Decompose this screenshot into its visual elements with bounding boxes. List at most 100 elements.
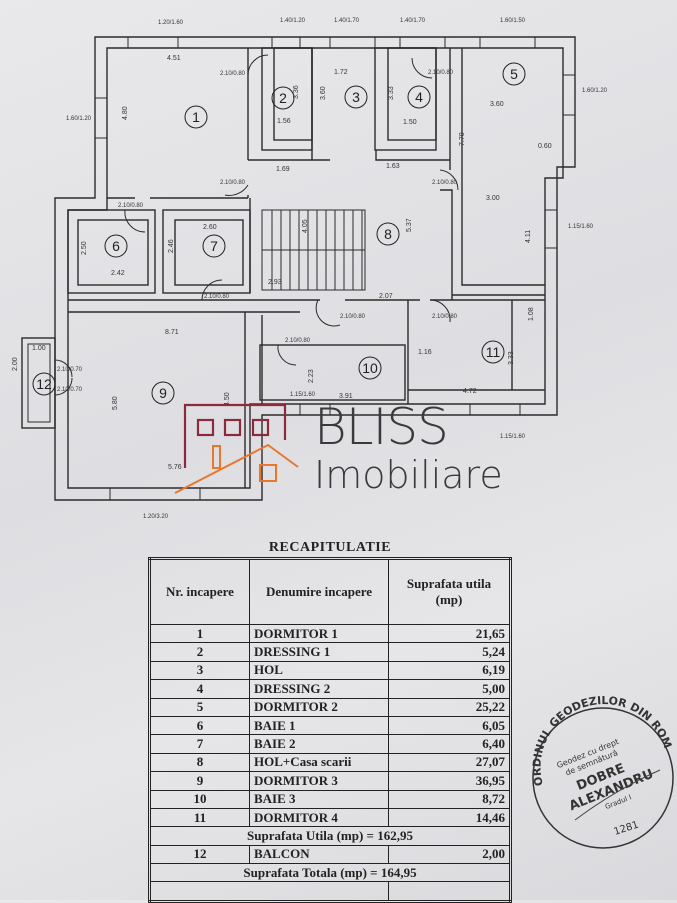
room-area: 2,00 (388, 844, 511, 865)
room-nr: 3 (149, 660, 250, 681)
room-number-circle (376, 222, 400, 246)
dimension-label: 1.56 (277, 118, 291, 125)
window-size-label: 1.40/1.20 (280, 18, 306, 24)
dimension-label: 2.00 (12, 357, 19, 371)
dimension-label: 2.93 (268, 279, 282, 286)
window-size-label: 1.15/1.60 (500, 434, 526, 440)
room-nr: 1 (149, 623, 250, 644)
dimension-label: 2.07 (379, 293, 393, 300)
cut-row (149, 881, 389, 902)
col-header-nr: Nr. incapere (149, 558, 250, 625)
dimension-label: 3.60 (320, 86, 327, 100)
door-size-label: 2.10/0.80 (118, 203, 144, 209)
usable-area-label: Suprafata Utila (mp) = (247, 827, 374, 843)
dimension-label: 7.70 (459, 132, 466, 146)
room-number: 5 (510, 66, 518, 82)
dimension-label: 3.36 (293, 85, 300, 99)
room-number: 2 (279, 90, 287, 106)
room-number-circle (358, 356, 382, 380)
door-size-label: 2.10/0.80 (432, 314, 458, 320)
table-header-row: Nr. incapere Denumire incapere Suprafata… (149, 558, 511, 625)
room-nr: 8 (149, 752, 250, 773)
dimension-label: 4.72 (463, 388, 477, 395)
room-name: DORMITOR 2 (249, 697, 389, 717)
door-size-label: 2.10/0.80 (432, 180, 458, 186)
room-name: BAIE 1 (249, 715, 389, 736)
interior-walls (67, 47, 545, 488)
door-size-label: 2.10/0.70 (57, 367, 83, 373)
room-area: 25,22 (388, 697, 511, 717)
room-area: 8,72 (388, 789, 511, 809)
room-area: 36,95 (388, 771, 511, 791)
room-name: HOL (249, 660, 389, 681)
room-number-circle (344, 85, 368, 109)
room-nr: 10 (149, 789, 250, 809)
room-name: DRESSING 1 (249, 642, 389, 662)
room-number: 11 (486, 344, 501, 360)
dimension-label: 1.63 (386, 163, 400, 170)
balcony-inner (27, 343, 51, 423)
room-nr: 5 (149, 697, 250, 717)
room-number: 10 (362, 360, 378, 376)
room-nr: 2 (149, 642, 250, 662)
room-area: 14,46 (388, 807, 511, 828)
room-nr: 11 (149, 807, 250, 828)
dimension-label: 2.42 (111, 270, 125, 277)
room-number-circle (184, 105, 208, 129)
outer-wall (54, 36, 576, 501)
room-number-circle (151, 381, 175, 405)
room-nr: 4 (149, 679, 250, 699)
room-name: DRESSING 2 (249, 679, 389, 699)
dimension-label: 8.71 (165, 329, 179, 336)
room-name: BALCON (249, 844, 389, 865)
summary-title: RECAPITULATIE (268, 540, 392, 555)
window-size-label: 1.15/1.60 (290, 392, 316, 398)
dimension-label: 5.76 (168, 464, 182, 471)
window-size-label: 1.40/1.70 (400, 18, 426, 24)
window-size-label: 1.60/1.20 (582, 88, 608, 94)
door-size-label: 2.10/0.80 (340, 314, 366, 320)
room-name: BAIE 3 (249, 789, 389, 809)
dimension-label: 4.50 (224, 392, 231, 406)
dimension-label: 3.33 (388, 86, 395, 100)
dimension-label: 1.00 (32, 345, 46, 352)
dimension-label: 5.37 (406, 218, 413, 232)
room-area: 5,24 (388, 642, 511, 662)
door-size-label: 2.10/0.70 (57, 387, 83, 393)
door-size-label: 2.10/0.80 (220, 71, 246, 77)
window-size-label: 1.20/3.20 (143, 514, 169, 520)
room-area: 6,05 (388, 715, 511, 736)
dimension-label: 4.11 (525, 230, 532, 243)
dimension-label: 4.80 (122, 106, 129, 120)
windows (94, 36, 576, 501)
door-size-label: 2.10/0.80 (204, 294, 230, 300)
room-name: DORMITOR 4 (249, 807, 389, 828)
dimension-label: 3.00 (486, 195, 500, 202)
room-nr: 12 (149, 844, 250, 865)
total-area: Suprafata Totala (mp) = 164,95 (149, 863, 511, 883)
room-number: 6 (112, 238, 120, 254)
staircase (261, 209, 366, 291)
dimension-label: 5.80 (112, 396, 119, 410)
room-number: 3 (352, 89, 360, 105)
room-area: 5,00 (388, 679, 511, 699)
stamp-number: 1281 (613, 820, 641, 838)
room-number-circle (481, 340, 505, 364)
room-number-circle (502, 62, 526, 86)
door-size-label: 2.10/0.80 (285, 338, 311, 344)
door-size-label: 2.10/0.80 (428, 70, 454, 76)
cut-cell (388, 881, 511, 902)
window-size-label: 1.60/1.50 (500, 18, 526, 24)
dimension-label: 1.08 (528, 307, 535, 321)
window-size-label: 1.15/1.60 (568, 224, 594, 230)
dimension-label: 4.05 (302, 219, 309, 233)
room-area: 27,07 (388, 752, 511, 773)
bliss-logo-mark (174, 403, 299, 494)
